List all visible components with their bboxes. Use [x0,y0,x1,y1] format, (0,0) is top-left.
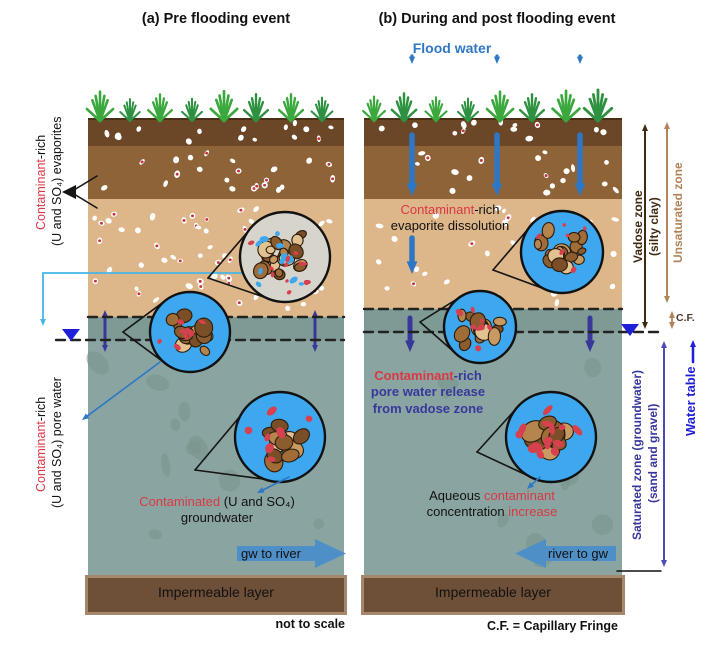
evaporites-label-line2: (U and SO₄) evaporites [50,116,64,246]
flood-water-label: Flood water [412,40,492,56]
grass-tuft [242,93,270,123]
grass-tuft [390,92,418,123]
vadose-zone-label: Vadose zone [631,190,645,263]
grass-tuft [277,92,305,123]
pore-water-label-line2: (U and SO₄) pore water [50,377,64,508]
contaminated-groundwater-caption: Contaminated (U and SO₄) groundwater [139,494,295,526]
pore-water-label-line1: Contaminant-rich [34,396,48,492]
panel-b-impermeable-layer [361,575,625,615]
callout-arrows [82,361,541,493]
river-to-gw-label: river to gw [548,546,608,561]
grass-tuft [85,90,115,123]
sand-gravel-label: (sand and gravel) [646,403,660,503]
grass-tuft [551,89,581,123]
impermeable-label-b: Impermeable layer [435,584,551,600]
grass-tuft [424,96,448,123]
detail-circle-b-watertable [419,289,518,365]
evaporites-label-line1: Contaminant-rich [34,134,48,230]
panel-a-impermeable-layer [85,575,347,615]
groundwater-flow-arrows [237,539,616,568]
grass-tuft [119,98,141,122]
detail-circle-a-groundwater [194,390,327,484]
saturated-zone-label: Saturated zone (groundwater) [630,369,644,540]
detail-circle-b-upper [492,209,605,295]
panel-a-topsoil-layer [88,118,344,148]
silty-clay-label: (silty clay) [647,197,661,256]
gw-to-river-label: gw to river [241,546,301,561]
detail-circle-a-watertable [122,290,232,374]
grass-tufts [85,88,614,123]
panel-a-subsoil-layer [88,146,344,199]
grass-tuft [147,93,173,123]
unsaturated-zone-label: Unsaturated zone [671,162,685,263]
capillary-fringe-note: C.F. = Capillary Fringe [487,619,618,633]
pore-water-release-caption: Contaminant-rich pore water release from… [370,368,486,416]
evaporites-pointer [62,175,98,209]
flood-water-arrows [406,54,586,274]
water-table-label: Water table [683,366,698,436]
grass-tuft [582,88,614,123]
grass-tuft [456,97,480,123]
detail-circle-b-groundwater [476,390,598,484]
grass-tuft [209,89,239,123]
grass-tuft [518,93,546,123]
cf-label: C.F. [676,312,695,324]
not-to-scale-note: not to scale [275,617,345,631]
dissolution-caption: Contaminant-rich evaporite dissolution [390,202,510,234]
grass-tuft [485,90,515,123]
grass-tuft [362,95,386,123]
pore-water-release-arrows [405,315,595,352]
panel-a-title: (a) Pre flooding event [141,11,291,27]
right-axis-lines [616,122,696,572]
aqueous-concentration-caption: Aqueous contaminant concentration increa… [426,488,558,520]
panel-b-title: (b) During and post flooding event [378,11,616,27]
detail-circle-a-upper [207,210,332,304]
impermeable-label-a: Impermeable layer [158,584,274,600]
grass-tuft [310,96,334,123]
grass-tuft [181,97,203,122]
